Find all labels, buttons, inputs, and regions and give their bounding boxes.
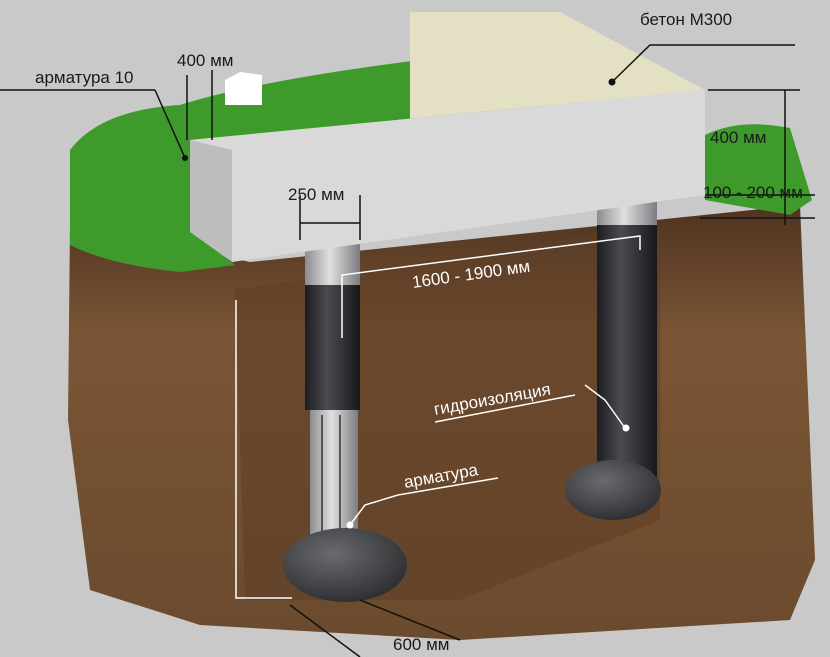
label-gap: 100 - 200 мм [703, 183, 803, 202]
concrete-grillage [190, 12, 705, 262]
left-footing [283, 528, 407, 602]
dimension-lines [0, 44, 815, 657]
sky-patch [225, 72, 262, 105]
label-beam-height: 400 мм [710, 128, 766, 147]
label-footing-diameter: 600 мм [393, 635, 449, 654]
label-rebar10: арматура 10 [35, 68, 134, 87]
right-pile [565, 190, 661, 520]
left-pile [283, 235, 407, 602]
label-beam-width: 400 мм [177, 51, 233, 70]
right-footing [565, 460, 661, 520]
white-dimension-lines [235, 235, 641, 599]
label-concrete: бетон М300 [640, 10, 732, 29]
label-pile-diameter: 250 мм [288, 185, 344, 204]
grass-left [70, 60, 420, 272]
